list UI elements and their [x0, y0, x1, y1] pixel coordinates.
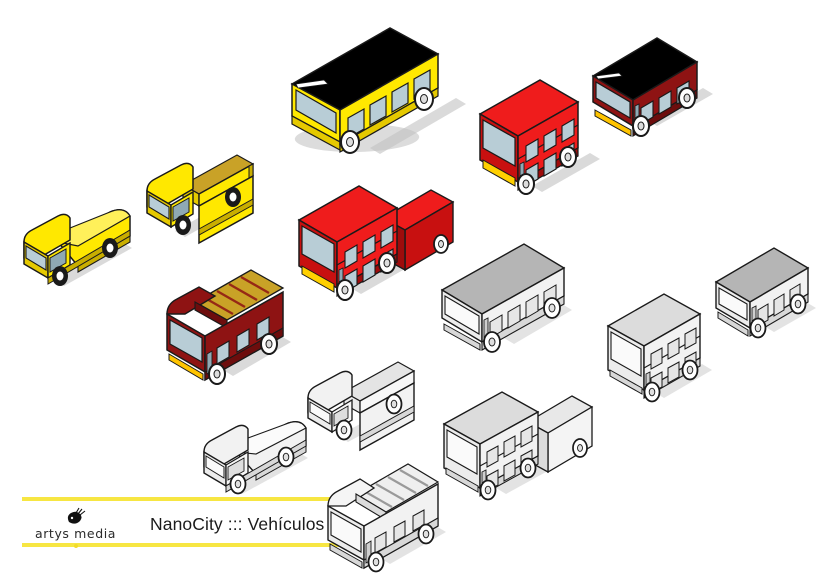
- sheet-title: NanoCity ::: Vehículos: [150, 514, 325, 534]
- vehicle-articulated-double-decker-bus-red: [285, 180, 460, 305]
- vehicle-tanker-truck-grey: [194, 404, 324, 509]
- artys-media-logo[interactable]: artys media: [28, 507, 123, 548]
- vehicle-dump-truck-grey: [298, 352, 423, 457]
- vehicle-open-top-tour-bus-grey: [318, 463, 453, 576]
- vehicle-double-decker-bus-red: [470, 78, 605, 203]
- vehicle-single-decker-bus-grey: [432, 234, 577, 354]
- vehicle-articulated-double-decker-bus-grey: [434, 388, 599, 503]
- vehicle-dump-truck-yellow: [133, 143, 268, 253]
- vehicle-single-decker-bus-yellow: [278, 18, 468, 163]
- logo-wordmark: artys media: [34, 526, 117, 541]
- vehicle-open-top-tour-bus-darkred: [155, 269, 300, 387]
- vehicle-tanker-truck-yellow: [14, 192, 149, 302]
- vehicle-double-decker-bus-grey: [598, 292, 718, 407]
- footer: artys media NanoCity ::: Vehículos: [0, 497, 820, 567]
- artys-bird-mark-icon: [28, 507, 123, 527]
- footer-rule-top: [22, 497, 362, 501]
- vehicle-minibus-darkred: [575, 22, 715, 147]
- logo-dot: [73, 544, 78, 548]
- vehicle-minibus-grey: [706, 234, 820, 344]
- footer-rule-bottom: [22, 543, 362, 547]
